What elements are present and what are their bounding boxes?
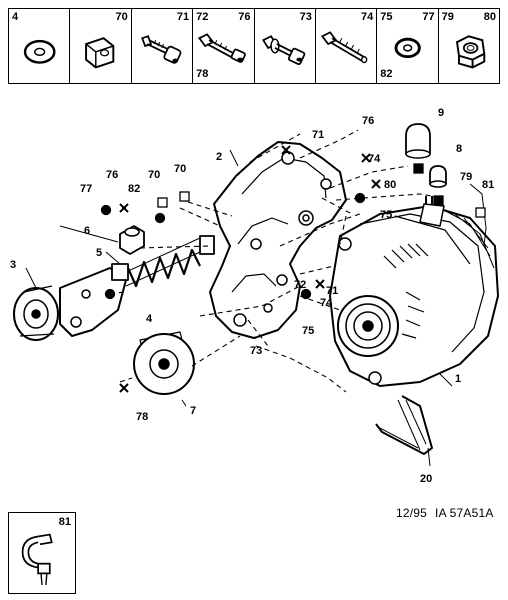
callout-1: 1 — [455, 373, 461, 385]
inset-part-81: 81 — [8, 512, 76, 594]
callout-74a: 74 — [368, 153, 381, 165]
part-ref-label: 78 — [196, 68, 209, 80]
part-ref-label: 4 — [12, 11, 19, 23]
callout-4: 4 — [146, 313, 153, 325]
callout-77: 77 — [80, 183, 92, 195]
alternator — [329, 196, 499, 387]
callout-82: 82 — [128, 183, 140, 195]
tensioner-pulley — [13, 267, 127, 341]
parts-strip: 4 70 71 72 76 78 — [8, 8, 500, 84]
part-ref-label: 81 — [58, 516, 71, 528]
drive-belt — [375, 395, 433, 455]
clip-nut-icon — [85, 37, 115, 69]
reference-markers — [100, 145, 486, 393]
callout-6: 6 — [84, 225, 90, 237]
callout-71a: 71 — [312, 129, 324, 141]
callout-78: 78 — [136, 411, 148, 423]
part-cell-71: 71 — [132, 9, 194, 83]
part-ref-label: 77 — [422, 11, 435, 23]
bolt-with-spacer-icon — [140, 35, 182, 64]
callout-79: 79 — [460, 171, 472, 183]
callout-75a: 75 — [380, 209, 392, 221]
callout-81: 81 — [482, 179, 494, 191]
idler-pulley — [133, 331, 195, 395]
part-cell-4: 4 — [9, 9, 71, 83]
callout-74b: 74 — [320, 297, 333, 309]
part-ref-label: 80 — [483, 11, 496, 23]
flat-washer-icon — [23, 39, 56, 64]
callout-3: 3 — [10, 259, 16, 271]
callout-7: 7 — [190, 405, 196, 417]
washer-icon — [394, 37, 422, 59]
callout-9: 9 — [438, 107, 444, 119]
part-ref-label: 82 — [380, 68, 393, 80]
callout-2: 2 — [216, 151, 222, 163]
part-cell-70: 70 — [70, 9, 132, 83]
callout-80: 80 — [384, 179, 396, 191]
part-cell-72-76-78: 72 76 78 — [193, 9, 255, 83]
tension-spring — [111, 235, 215, 288]
part-ref-label: 70 — [115, 11, 128, 23]
part-ref-label: 76 — [238, 11, 251, 23]
callout-71b: 71 — [326, 285, 338, 297]
cap-nut — [119, 225, 145, 255]
diagram-reference: 12/95 IA 57A51A — [396, 506, 502, 520]
callout-labels: 1 2 3 4 5 6 7 8 9 20 70 70 71 71 72 73 7… — [10, 107, 494, 485]
callout-8: 8 — [456, 143, 462, 155]
callout-72: 72 — [294, 279, 306, 291]
part-ref-label: 74 — [361, 11, 374, 23]
callout-76b: 76 — [106, 169, 118, 181]
part-ref-label: 73 — [299, 11, 312, 23]
callout-73: 73 — [250, 345, 262, 357]
part-cell-74: 74 — [316, 9, 378, 83]
part-ref-label: 71 — [176, 11, 190, 23]
reference-code: IA 57A51A — [435, 506, 494, 520]
callout-70b: 70 — [174, 163, 186, 175]
hex-bolt-icon — [198, 33, 246, 63]
part-cell-75-77-82: 75 77 82 — [377, 9, 439, 83]
part-ref-label: 75 — [380, 11, 393, 23]
part-ref-label: 79 — [441, 11, 454, 23]
terminal-caps — [405, 123, 447, 188]
cable-clamp-icon — [21, 533, 53, 586]
bolt-with-washer-icon — [261, 35, 305, 66]
callout-20: 20 — [420, 473, 432, 485]
long-bolt-icon — [320, 31, 368, 64]
part-cell-73: 73 — [255, 9, 316, 83]
callout-75b: 75 — [302, 325, 314, 337]
mounting-bracket — [209, 141, 347, 339]
callout-5: 5 — [96, 247, 102, 259]
part-cell-79-80: 79 80 — [439, 9, 499, 83]
callout-76a: 76 — [362, 115, 374, 127]
part-ref-label: 72 — [196, 11, 209, 23]
hex-nut-icon — [455, 35, 485, 69]
alternator-exploded-view: 1 2 3 4 5 6 7 8 9 20 70 70 71 71 72 73 7… — [10, 107, 499, 485]
reference-date: 12/95 — [396, 506, 428, 520]
callout-70a: 70 — [148, 169, 160, 181]
